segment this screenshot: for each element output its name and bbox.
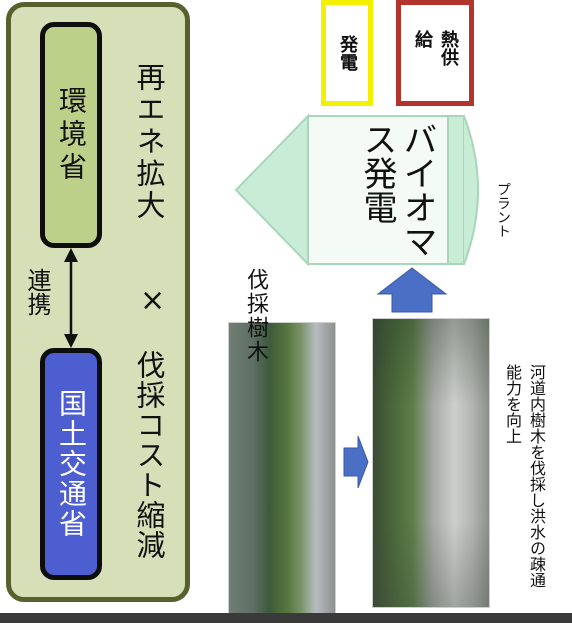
biomass-plant-shape bbox=[234, 113, 479, 267]
footer-band bbox=[0, 613, 572, 623]
ministry-of-land-box: 国土交通省 bbox=[40, 348, 102, 580]
river-caption: 河道内樹木を伐採し洪水の疎通能力を向上 bbox=[503, 364, 546, 588]
photo-transition-arrow bbox=[343, 435, 369, 489]
heat-supply-box: 熱供給 bbox=[396, 0, 474, 106]
renewable-expansion-text: 再エネ拡大 bbox=[132, 62, 166, 222]
heat-supply-label: 熱供給 bbox=[412, 30, 459, 66]
link-label: 連携 bbox=[23, 268, 51, 316]
cost-reduction-text: 伐採コスト縮減 bbox=[132, 350, 166, 560]
power-generation-label: 発電 bbox=[337, 35, 358, 71]
ministry-of-land-label: 国土交通省 bbox=[55, 389, 88, 539]
felled-trees-label: 伐採樹木 bbox=[243, 268, 268, 364]
multiply-symbol: × bbox=[140, 283, 166, 318]
biomass-plant-title: バイオマス発電 bbox=[322, 122, 472, 262]
plant-label: プラント bbox=[495, 182, 511, 238]
after-felling-photo bbox=[372, 318, 490, 608]
power-generation-box: 発電 bbox=[321, 0, 373, 106]
ministry-of-environment-label: 環境省 bbox=[55, 85, 88, 185]
link-arrow bbox=[64, 248, 78, 348]
feed-up-arrow bbox=[376, 267, 448, 313]
biomass-plant-name: バイオマス発電 bbox=[357, 122, 437, 258]
ministry-of-environment-box: 環境省 bbox=[40, 22, 102, 248]
before-felling-photo bbox=[228, 322, 336, 614]
